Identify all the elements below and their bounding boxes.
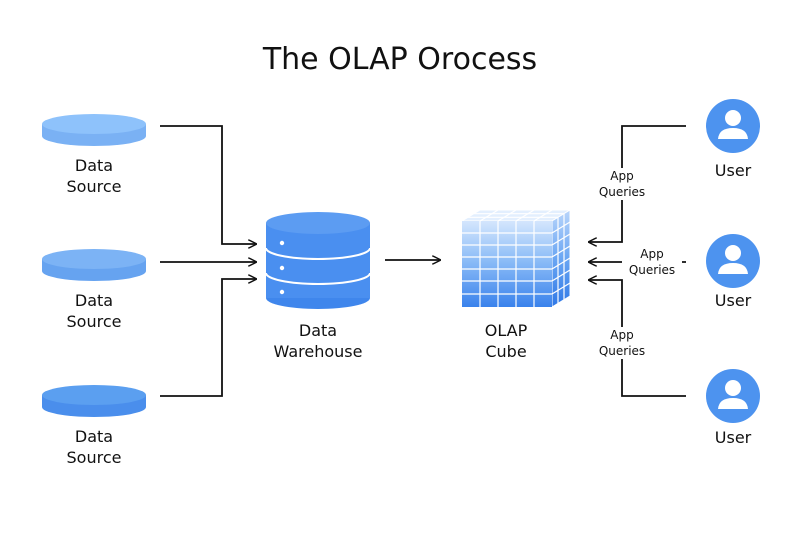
connector-source-3 <box>160 279 256 397</box>
data-source-3-icon <box>42 385 146 417</box>
diagram-title: The OLAP Orocess <box>262 42 538 77</box>
user-2-icon <box>706 234 760 288</box>
olap-cube-icon <box>460 209 572 308</box>
data-warehouse-label: Data Warehouse <box>273 321 363 361</box>
data-source-2-label: Data Source <box>66 291 122 331</box>
data-warehouse-icon <box>265 212 371 309</box>
data-source-1-icon <box>42 114 146 146</box>
data-source-1-label: Data Source <box>66 156 122 196</box>
data-source-3-label: Data Source <box>66 427 122 467</box>
app-queries-label-3: App Queries <box>592 327 652 359</box>
user-2-label: User <box>714 291 752 310</box>
source-connectors <box>160 125 440 397</box>
connector-source-1 <box>160 125 256 244</box>
app-queries-label-2: App Queries <box>622 246 682 278</box>
user-3-icon <box>706 369 760 423</box>
olap-cube-label: OLAP Cube <box>484 321 528 361</box>
user-1-icon <box>706 99 760 153</box>
app-queries-label-1: App Queries <box>592 168 652 200</box>
user-3-label: User <box>714 428 752 447</box>
data-source-2-icon <box>42 249 146 281</box>
user-1-label: User <box>714 161 752 180</box>
